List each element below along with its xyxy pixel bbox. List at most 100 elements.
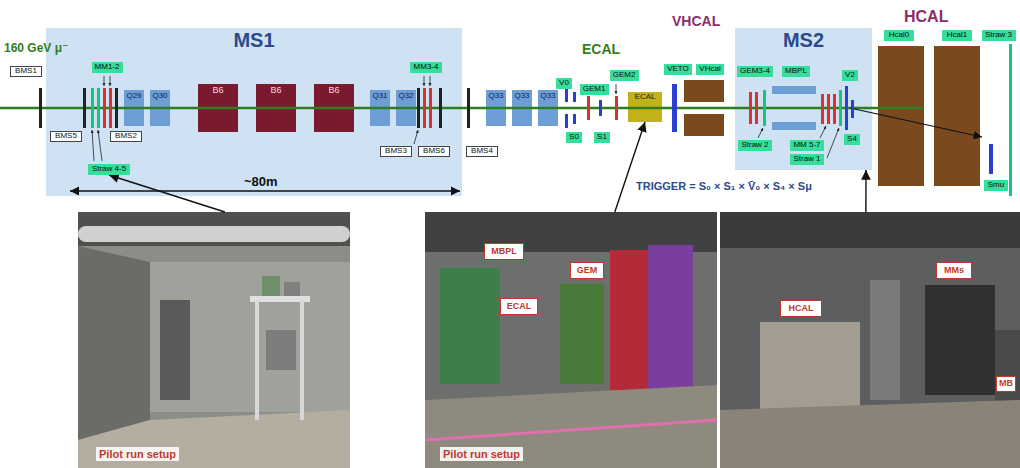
quadrupole-magnet: Q33 (486, 90, 506, 126)
node-label: VHcal (699, 65, 720, 74)
detector-tag: V2 (842, 70, 858, 81)
setup-photo-art (78, 212, 350, 468)
detector-tag: S1 (594, 132, 610, 143)
bms-tag: BMS1 (10, 66, 42, 77)
bms-tag: BMS4 (466, 146, 498, 157)
trigger-formula-holder: TRIGGER = S₀ × S₁ × V̄₀ × S₄ × Sμ (636, 176, 812, 194)
setup-photo-art (300, 300, 304, 420)
setup-photo-art (266, 330, 296, 370)
bms-plane (83, 88, 86, 128)
length-dimension (70, 191, 460, 192)
section-heading: ECAL (582, 42, 620, 57)
beam-line (0, 107, 924, 110)
detector-tag: Straw 3 (982, 30, 1016, 41)
beam-line (0, 108, 924, 109)
setup-photo-art (925, 285, 995, 395)
bms-plane (417, 88, 420, 128)
length-dimension (70, 190, 460, 191)
calorimeter-block (684, 46, 980, 186)
node-label: Q30 (152, 92, 167, 101)
setup-photo-art (78, 246, 150, 440)
node-label: MM3-4 (414, 63, 439, 72)
leader-line (110, 76, 111, 86)
bms-tag: BMS2 (110, 131, 142, 142)
node-label: S0 (569, 133, 579, 142)
leader-line (827, 128, 839, 158)
detector-tag: GEM3-4 (737, 66, 773, 77)
setup-photo-art (78, 226, 350, 242)
node-label: Q33 (488, 92, 503, 101)
micromegas-gem-plane (587, 96, 590, 120)
photo-caption: Pilot run setup (96, 447, 179, 461)
photo-callout: GEM (570, 262, 604, 279)
bms-plane (39, 88, 470, 128)
setup-photo-art (720, 212, 1020, 468)
scintillator-counter (565, 114, 568, 128)
setup-photo-art (720, 212, 1020, 248)
setup-photo-art (560, 284, 604, 384)
scattered-muon-track (850, 108, 982, 137)
scintillator-counter (573, 92, 576, 102)
leader-line (820, 126, 826, 138)
node-label: MM1-2 (95, 63, 120, 72)
photo-callout: MBPL (484, 243, 524, 260)
connector-group (109, 122, 866, 212)
node-label: V0 (559, 79, 569, 88)
node-label: Straw 3 (985, 31, 1012, 40)
calorimeter-block (934, 46, 980, 186)
section-heading: VHCAL (672, 14, 720, 29)
node-label: B6 (328, 86, 339, 96)
detector-tag: MBPL (782, 66, 810, 77)
quadrupole-magnet: Q32 (396, 90, 416, 126)
micromegas-gem-plane (103, 88, 106, 128)
node-label: B6 (270, 86, 281, 96)
scintillator-counter (573, 114, 576, 124)
node-label: MBPL (491, 247, 517, 257)
scintillator-counter (565, 84, 993, 174)
scattered-muon-track (850, 108, 982, 137)
node-label: GEM3-4 (740, 67, 770, 76)
bms-plane (439, 88, 442, 128)
photo-caption: Pilot run setup (440, 447, 523, 461)
setup-photo-art (720, 400, 1020, 468)
leader-line (98, 130, 102, 161)
node-label: S4 (847, 135, 857, 144)
setup-photo-art (284, 282, 300, 296)
section-heading-holder: VHCAL (672, 12, 720, 30)
detector-tag: GEM2 (610, 70, 639, 81)
straw-tube-plane (91, 88, 94, 128)
bms-plane (39, 88, 42, 128)
setup-photo-art (760, 322, 860, 412)
micromegas-gem-plane (615, 96, 618, 120)
detector-tag: V0 (556, 78, 572, 89)
node-label: BMS1 (15, 67, 37, 76)
node-label: GEM (577, 266, 598, 276)
section-heading-holder: ECAL (582, 40, 620, 58)
mbpl-magnet-pole (772, 122, 816, 130)
node-label: MS1 (233, 29, 274, 51)
leader-line (414, 130, 418, 144)
ecal-block: ECAL (628, 92, 662, 122)
quadrupole-magnet: Q31 (370, 90, 390, 126)
calorimeter-block (684, 114, 724, 136)
detector-tag: VHcal (696, 64, 724, 75)
section-heading: HCAL (904, 8, 948, 26)
micromegas-gem-plane (109, 88, 112, 128)
setup-photo-art (425, 385, 717, 468)
trigger-formula: TRIGGER = S₀ × S₁ × V̄₀ × S₄ × Sμ (636, 180, 812, 192)
node-label: MS2 (783, 29, 824, 51)
quadrupole-magnet: Q33 (512, 90, 532, 126)
scintillator-counter (599, 100, 602, 116)
detector-tag: MM1-2 (92, 62, 123, 73)
setup-photo-art (150, 262, 350, 412)
node-label: GEM2 (613, 71, 636, 80)
setup-photo-art (262, 276, 280, 296)
micromegas-gem-plane (423, 88, 426, 128)
spectrometer-region-fill (46, 28, 462, 196)
length-label: ~80m (244, 175, 278, 189)
leader-line (758, 128, 763, 138)
node-label: BMS6 (423, 147, 445, 156)
pointer-arrow (865, 170, 866, 212)
leader-line (92, 76, 839, 161)
